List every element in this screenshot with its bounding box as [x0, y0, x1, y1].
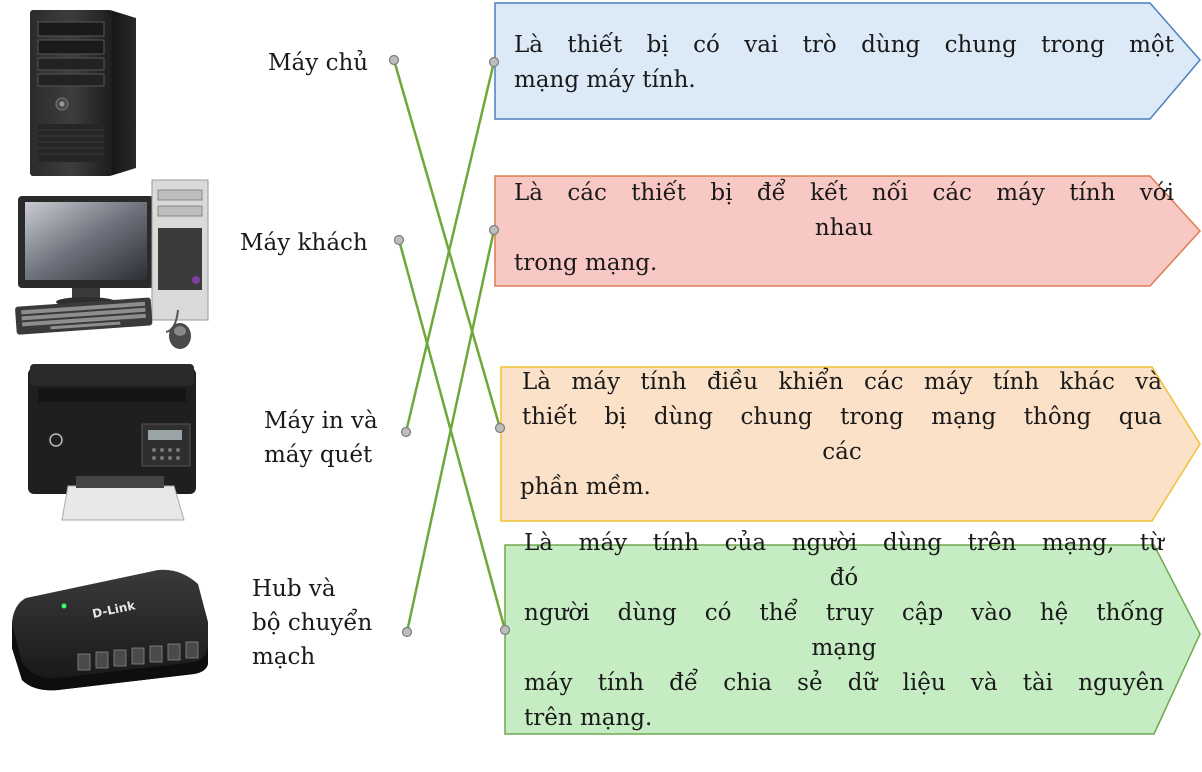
anchor-dot-box-1	[488, 56, 500, 68]
description-line: thiết bị dùng chung trong mạng thông qua	[522, 404, 1162, 430]
description-box-2-shape	[494, 175, 1202, 287]
description-line: trong mạng.	[514, 250, 658, 276]
term-line: Máy khách	[240, 230, 368, 256]
term-may-chu: Máy chủ	[268, 46, 368, 80]
desktop-computer-icon	[15, 179, 209, 349]
anchor-dot-may-in-may-quet	[400, 426, 412, 438]
description-box-3: Là máy tính điều khiển các máy tính khác…	[520, 365, 1162, 505]
description-line: Là các thiết bị để kết nối các máy tính …	[514, 180, 1174, 206]
anchor-dot-may-khach	[393, 234, 405, 246]
term-line: bộ chuyển	[252, 610, 373, 636]
anchor-dot-box-2	[488, 224, 500, 236]
connector-may-chu	[392, 58, 502, 430]
connector-hub-switch	[405, 228, 496, 634]
description-box-2: Là các thiết bị để kết nối các máy tính …	[514, 176, 1174, 281]
term-line: Máy chủ	[268, 50, 369, 76]
description-box-3-outline	[500, 366, 1201, 522]
server-tower-icon	[30, 10, 136, 176]
description-line: người dùng có thể truy cập vào hệ thống	[524, 600, 1164, 626]
description-line: nhau	[814, 215, 874, 241]
description-box-1-shape	[494, 2, 1201, 120]
description-box-1-outline	[494, 2, 1201, 120]
description-line: mạng máy tính.	[514, 67, 696, 93]
description-box-3-shape	[500, 366, 1201, 522]
connector-lines	[392, 58, 507, 634]
anchor-dot-hub-switch	[401, 626, 413, 638]
anchor-dot-may-chu	[388, 54, 400, 66]
term-line: Máy in và	[264, 408, 378, 434]
description-box-4-outline	[504, 544, 1201, 735]
description-line: mạng	[811, 635, 877, 661]
description-box-1: Là thiết bị có vai trò dùng chung trong …	[514, 28, 1174, 98]
term-hub-switch: Hub và bộ chuyển mạch	[252, 572, 372, 674]
description-line: các	[822, 439, 862, 465]
connector-may-khach	[397, 238, 507, 632]
network-hub-icon: D-Link	[12, 569, 208, 691]
description-line: trên mạng.	[524, 705, 653, 731]
description-line: Là máy tính của người dùng trên mạng, từ	[524, 530, 1164, 556]
description-line: Là thiết bị có vai trò dùng chung trong …	[514, 32, 1174, 58]
anchor-dots	[388, 54, 511, 638]
description-line: đó	[829, 565, 859, 591]
term-may-in-may-quet: Máy in và máy quét	[264, 404, 378, 472]
printer-scanner-icon	[28, 364, 196, 521]
description-box-4-shape	[504, 544, 1201, 735]
description-line: phần mềm.	[520, 474, 651, 500]
anchor-dot-box-3	[494, 422, 506, 434]
term-may-khach: Máy khách	[240, 226, 368, 260]
term-line: Hub và	[252, 576, 336, 602]
description-box-4: Là máy tính của người dùng trên mạng, từ…	[524, 526, 1164, 736]
term-line: mạch	[252, 644, 316, 670]
description-box-2-outline	[494, 175, 1202, 287]
anchor-dot-box-4	[499, 624, 511, 636]
description-line: máy tính để chia sẻ dữ liệu và tài nguyê…	[524, 670, 1164, 696]
connector-may-in-may-quet	[404, 60, 496, 434]
term-line: máy quét	[264, 442, 373, 468]
description-line: Là máy tính điều khiển các máy tính khác…	[522, 369, 1162, 395]
